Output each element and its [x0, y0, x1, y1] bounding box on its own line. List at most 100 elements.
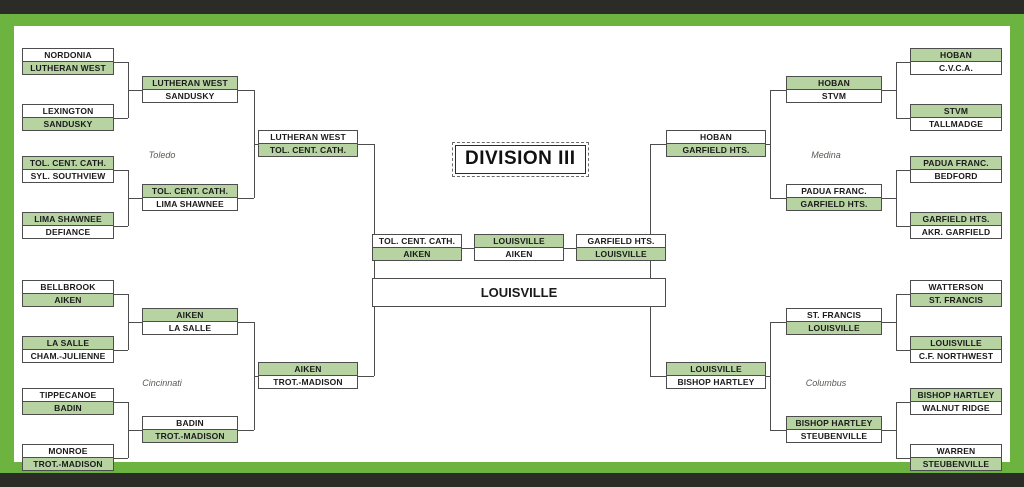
game-left-r2-2[interactable]: TOL. CENT. CATH.LIMA SHAWNEE [142, 184, 238, 211]
team-slot-winner: STEUBENVILLE [910, 457, 1002, 471]
connector-line [114, 458, 128, 459]
team-slot: C.F. NORTHWEST [910, 349, 1002, 363]
team-slot-winner: LA SALLE [22, 336, 114, 350]
connector-line [254, 376, 258, 377]
game-right-r1-3[interactable]: PADUA FRANC.BEDFORD [910, 156, 1002, 183]
team-slot: TALLMADGE [910, 117, 1002, 131]
team-slot-winner: AIKEN [372, 247, 462, 261]
connector-line [896, 226, 910, 227]
team-slot-winner: TOL. CENT. CATH. [22, 156, 114, 170]
connector-line [358, 376, 374, 377]
team-slot: WATTERSON [910, 280, 1002, 294]
connector-line [238, 198, 254, 199]
connector-line [238, 430, 254, 431]
team-slot: TROT.-MADISON [258, 375, 358, 389]
team-slot: LA SALLE [142, 321, 238, 335]
connector-line [650, 376, 666, 377]
team-slot: STEUBENVILLE [786, 429, 882, 443]
team-slot: ST. FRANCIS [786, 308, 882, 322]
team-slot-winner: SANDUSKY [22, 117, 114, 131]
team-slot-winner: GARFIELD HTS. [666, 143, 766, 157]
team-slot: MONROE [22, 444, 114, 458]
game-left-r1-3[interactable]: TOL. CENT. CATH.SYL. SOUTHVIEW [22, 156, 114, 183]
team-slot-winner: LOUISVILLE [666, 362, 766, 376]
team-slot-winner: LOUISVILLE [576, 247, 666, 261]
game-final-1[interactable]: TOL. CENT. CATH.AIKEN [372, 234, 462, 261]
team-slot-winner: TOL. CENT. CATH. [258, 143, 358, 157]
champion-box: LOUISVILLE [372, 278, 666, 307]
connector-line [114, 402, 128, 403]
team-slot: BEDFORD [910, 169, 1002, 183]
team-slot: LIMA SHAWNEE [142, 197, 238, 211]
connector-line [114, 350, 128, 351]
team-slot-winner: LUTHERAN WEST [22, 61, 114, 75]
region-label-columbus: Columbus [805, 378, 847, 388]
team-slot: PADUA FRANC. [786, 184, 882, 198]
connector-line [128, 90, 142, 91]
game-final-3[interactable]: GARFIELD HTS.LOUISVILLE [576, 234, 666, 261]
team-slot-winner: BISHOP HARTLEY [910, 388, 1002, 402]
connector-line [896, 170, 897, 226]
connector-line [882, 322, 896, 323]
connector-line [896, 62, 897, 118]
connector-line [896, 402, 897, 458]
connector-line [114, 294, 128, 295]
team-slot-winner: GARFIELD HTS. [910, 212, 1002, 226]
connector-line [896, 170, 910, 171]
connector-line [128, 430, 142, 431]
connector-line [882, 90, 896, 91]
team-slot-winner: LOUISVILLE [786, 321, 882, 335]
connector-line [896, 118, 910, 119]
connector-line [896, 458, 910, 459]
connector-line [114, 226, 128, 227]
team-slot: TOL. CENT. CATH. [372, 234, 462, 248]
game-right-r1-4[interactable]: GARFIELD HTS.AKR. GARFIELD [910, 212, 1002, 239]
connector-line [128, 198, 142, 199]
connector-line [770, 322, 771, 430]
team-slot: BADIN [142, 416, 238, 430]
team-slot-winner: TOL. CENT. CATH. [142, 184, 238, 198]
connector-line [896, 62, 910, 63]
connector-line [114, 170, 128, 171]
team-slot-winner: GARFIELD HTS. [786, 197, 882, 211]
team-slot-winner: PADUA FRANC. [910, 156, 1002, 170]
team-slot-winner: BISHOP HARTLEY [786, 416, 882, 430]
team-slot: NORDONIA [22, 48, 114, 62]
game-right-r2-2[interactable]: PADUA FRANC.GARFIELD HTS. [786, 184, 882, 211]
connector-line [766, 376, 770, 377]
connector-line [770, 90, 771, 198]
team-slot-winner: HOBAN [910, 48, 1002, 62]
connector-line [650, 144, 666, 145]
division-title: DIVISION III [452, 142, 589, 177]
connector-line [238, 322, 254, 323]
connector-line [896, 294, 897, 350]
connector-line [770, 198, 786, 199]
team-slot-winner: TROT.-MADISON [142, 429, 238, 443]
